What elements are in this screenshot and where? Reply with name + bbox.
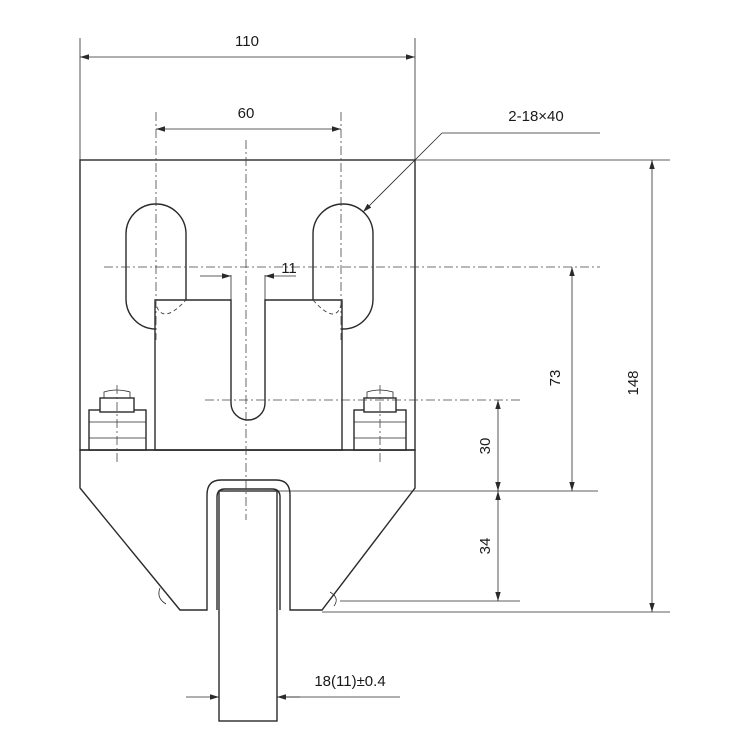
right-roller — [329, 591, 337, 607]
dim-center-slot-width: 11 — [200, 260, 297, 300]
dim-rail-width: 18(11)±0.4 — [186, 612, 400, 718]
slot-callout-label: 2-18×40 — [508, 108, 563, 125]
inner-block — [154, 299, 343, 451]
dim-30-label: 30 — [477, 438, 494, 455]
dim-overall-width: 110 — [79, 33, 416, 160]
dim-slot-spacing: 60 — [156, 105, 341, 132]
dim-73-label: 73 — [547, 370, 564, 387]
dim-overall-height: 148 — [322, 159, 670, 613]
lower-shoe — [79, 449, 416, 611]
dim-rail-label: 18(11)±0.4 — [314, 673, 385, 690]
right-slot — [312, 203, 374, 330]
dim-height-34: 34 — [340, 491, 520, 602]
dim-height-73: 73 — [265, 267, 598, 492]
guide-rail — [218, 490, 278, 722]
dim-60-label: 60 — [238, 105, 255, 122]
dim-height-30: 30 — [477, 400, 501, 491]
slot-callout: 2-18×40 — [362, 108, 600, 213]
dim-110-label: 110 — [235, 33, 259, 50]
dim-34-label: 34 — [477, 538, 494, 555]
dim-11-label: 11 — [281, 260, 297, 277]
left-slot-hidden-edge — [154, 299, 187, 315]
left-bolt-icon — [88, 389, 147, 451]
rail-groove-liner — [216, 488, 281, 610]
left-roller — [158, 587, 167, 605]
dim-148-label: 148 — [625, 370, 642, 395]
